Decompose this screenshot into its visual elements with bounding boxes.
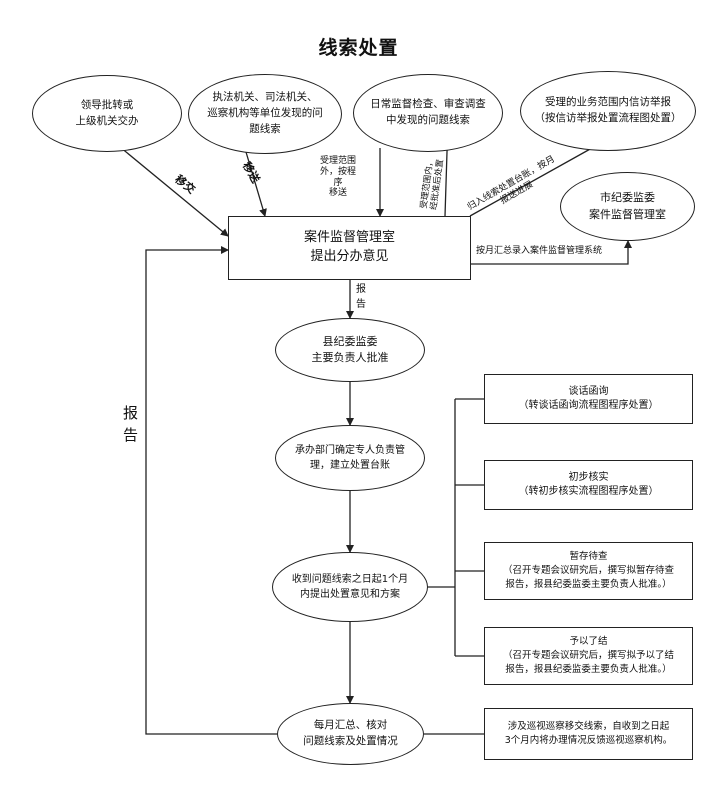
onemonth-text: 收到问题线索之日起1个月 内提出处置意见和方案	[291, 574, 409, 600]
onemonth-ellipse: 收到问题线索之日起1个月 内提出处置意见和方案	[272, 552, 428, 622]
option-hold: 暂存待查 （召开专题会议研究后，撰写拟暂存待查 报告，报县纪委监委主要负责人批准…	[484, 542, 693, 600]
monthly-ellipse: 每月汇总、核对 问题线索及处置情况	[277, 703, 424, 765]
option-close-text: 予以了结 （召开专题会议研究后，撰写拟予以了结 报告，报县纪委监委主要负责人批准…	[502, 636, 674, 675]
line-petition-to-office	[469, 147, 593, 217]
source-petition: 受理的业务范围内信访举报 （按信访举报处置流程图处置）	[520, 71, 696, 151]
option-talk-text: 谈话函询 （转谈话函询流程图程序处置）	[518, 385, 659, 412]
label-report-left: 报 告	[123, 404, 139, 444]
page-title: 线索处置	[318, 37, 399, 59]
option-patrol-text: 涉及巡视巡察移交线索，自收到之日起 3个月内将办理情况反馈巡视巡察机构。	[504, 721, 673, 746]
label-scope-left: 受理范围 外，按程序 移送	[319, 156, 356, 199]
arrow-agencies-to-office	[245, 151, 267, 217]
source-leader: 领导批转或 上级机关交办	[32, 75, 182, 152]
option-verify-text: 初步核实 （转初步核实流程图程序处置）	[518, 471, 659, 498]
approve-ellipse: 县纪委监委 主要负责人批准	[275, 318, 425, 382]
approve-text: 县纪委监委 主要负责人批准	[311, 334, 389, 365]
option-verify: 初步核实 （转初步核实流程图程序处置）	[484, 460, 693, 510]
option-talk: 谈话函询 （转谈话函询流程图程序处置）	[484, 374, 693, 424]
arrow-office-to-city	[471, 240, 632, 265]
monthly-text: 每月汇总、核对 问题线索及处置情况	[303, 719, 398, 747]
case-office-text: 案件监督管理室 提出分办意见	[303, 230, 395, 264]
option-hold-text: 暂存待查 （召开专题会议研究后，撰写拟暂存待查 报告，报县纪委监委主要负责人批准…	[502, 551, 674, 590]
source-leader-text: 领导批转或 上级机关交办	[75, 98, 139, 127]
city-office: 市纪委监委 案件监督管理室	[560, 172, 695, 241]
source-agencies-text: 执法机关、司法机关、 巡察机构等单位发现的问 题线索	[207, 91, 323, 135]
city-office-text: 市纪委监委 案件监督管理室	[589, 191, 666, 221]
source-daily-text: 日常监督检查、审查调查 中发现的问题线索	[370, 98, 486, 126]
source-petition-text: 受理的业务范围内信访举报 （按信访举报处置流程图处置）	[534, 96, 682, 124]
case-office-box: 案件监督管理室 提出分办意见	[228, 216, 471, 280]
option-close: 予以了结 （召开专题会议研究后，撰写拟予以了结 报告，报县纪委监委主要负责人批准…	[484, 627, 693, 685]
option-patrol: 涉及巡视巡察移交线索，自收到之日起 3个月内将办理情况反馈巡视巡察机构。	[484, 708, 693, 760]
source-daily: 日常监督检查、审查调查 中发现的问题线索	[353, 74, 503, 152]
label-monthly-record: 按月汇总录入案件监督管理系统	[476, 246, 603, 256]
arrow-leader-to-office	[119, 146, 229, 237]
arrow-report-loop	[145, 246, 277, 735]
dept-text: 承办部门确定专人负责管 理，建立处置台账	[295, 445, 405, 471]
label-report-top: 报 告	[356, 284, 366, 310]
source-agencies: 执法机关、司法机关、 巡察机构等单位发现的问 题线索	[188, 74, 342, 154]
dept-ellipse: 承办部门确定专人负责管 理，建立处置台账	[275, 425, 425, 491]
